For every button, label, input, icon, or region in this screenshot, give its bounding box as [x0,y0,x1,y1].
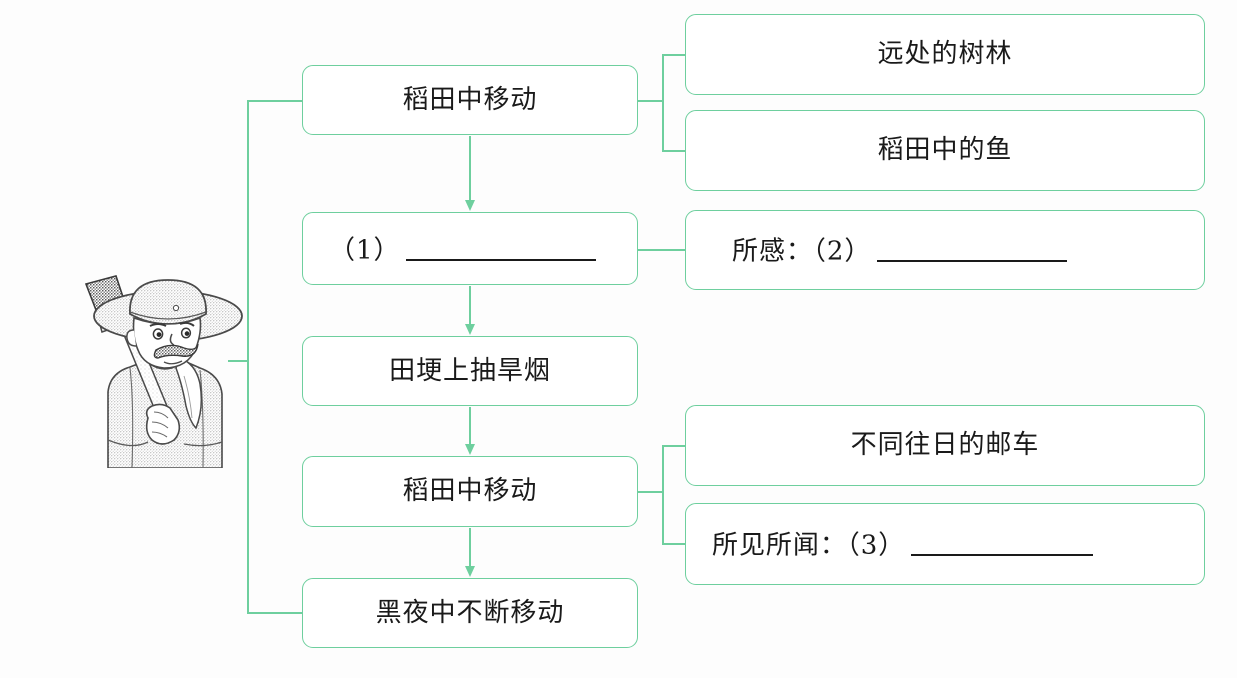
node-main-2-label: （1） [303,232,637,265]
connector-to-branch-5 [662,543,686,545]
node-main-4[interactable]: 稻田中移动 [302,456,638,527]
node-main-2-blank[interactable] [406,234,597,261]
node-branch-2[interactable]: 稻田中的鱼 [685,110,1205,191]
connector-node1-stub [638,100,663,102]
node-branch-3-prefix: 所感：（2） [732,237,872,268]
arrow-node4-to-node5 [464,528,476,577]
node-main-3-label: 田埂上抽旱烟 [389,355,551,386]
arrow-node2-to-node3 [464,286,476,335]
connector-trunk-vertical [247,100,249,612]
node-branch-3-label: 所感：（2） [686,233,1204,266]
connector-branch2-vertical [662,445,664,544]
farmer-illustration [84,275,243,468]
node-branch-3[interactable]: 所感：（2） [685,210,1205,290]
arrow-node1-to-node2 [464,136,476,211]
connector-to-branch-1 [662,54,686,56]
node-branch-3-blank[interactable] [877,235,1068,263]
node-branch-1-label: 远处的树林 [877,39,1013,70]
node-main-5[interactable]: 黑夜中不断移动 [302,578,638,648]
node-main-3[interactable]: 田埂上抽旱烟 [302,336,638,406]
arrow-node3-to-node4 [464,407,476,455]
connector-branch1-vertical [662,54,664,151]
node-main-5-label: 黑夜中不断移动 [375,597,565,628]
node-main-2-prefix: （1） [329,235,401,266]
node-branch-2-label: 稻田中的鱼 [877,135,1013,166]
node-branch-4-label: 不同往日的邮车 [850,430,1040,461]
node-branch-5-label: 所见所闻：（3） [686,527,1204,560]
node-branch-5-blank[interactable] [911,529,1094,557]
node-main-1-label: 稻田中移动 [402,84,538,115]
connector-trunk-to-node5 [247,612,303,614]
node-main-2[interactable]: （1） [302,212,638,285]
node-branch-1[interactable]: 远处的树林 [685,14,1205,95]
node-branch-5[interactable]: 所见所闻：（3） [685,503,1205,585]
node-main-4-label: 稻田中移动 [402,476,538,507]
node-branch-5-prefix: 所见所闻：（3） [712,531,906,562]
connector-node2-to-branch-3 [638,249,686,251]
connector-to-branch-2 [662,150,686,152]
node-main-1[interactable]: 稻田中移动 [302,65,638,135]
connector-illustration-to-trunk [228,360,248,362]
connector-trunk-to-node1 [247,100,303,102]
node-branch-4[interactable]: 不同往日的邮车 [685,405,1205,486]
connector-node4-stub [638,491,663,493]
connector-to-branch-4 [662,445,686,447]
